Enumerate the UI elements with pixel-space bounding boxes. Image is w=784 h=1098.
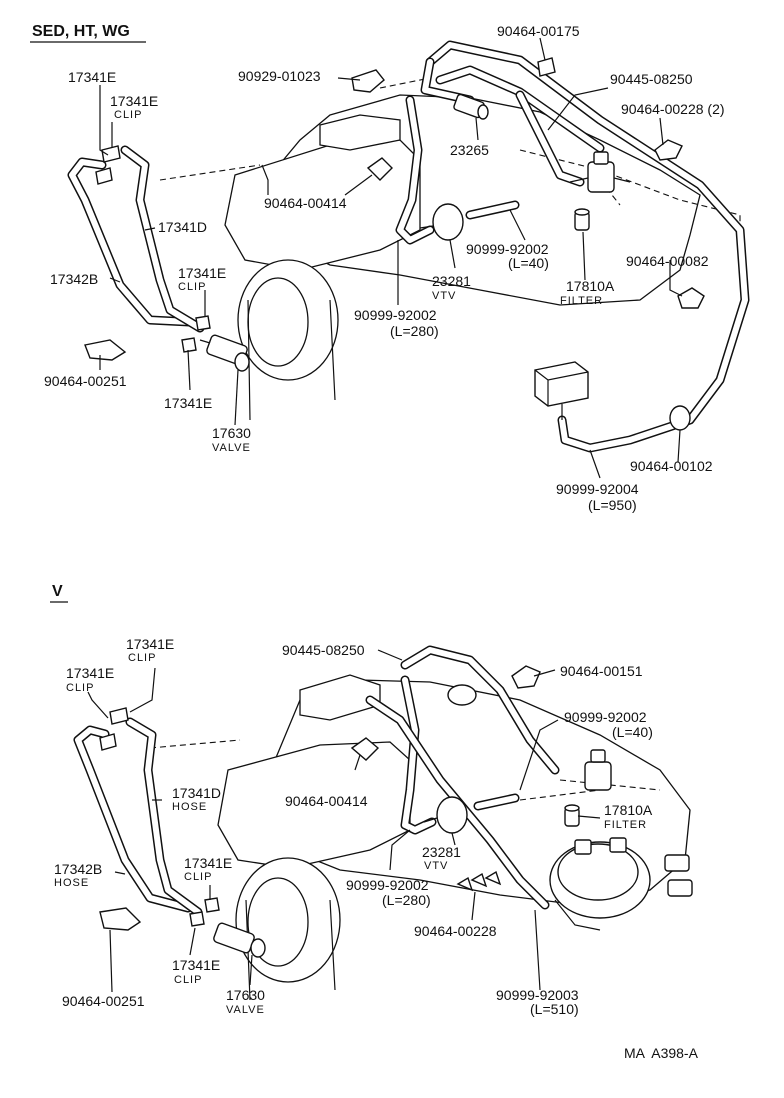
section-bottom: V (50, 583, 693, 1017)
part-label: 17342B (54, 861, 102, 877)
part-label: 17630 (212, 425, 251, 441)
hose-17341d-bottom (125, 717, 203, 917)
hose-17342b-bottom (73, 725, 193, 913)
valve-17630-bottom (213, 922, 266, 958)
part-sublabel: CLIP (178, 281, 206, 293)
part-label: 90999-92004 (556, 481, 639, 497)
vtv-23281-top (419, 203, 464, 241)
part-sublabel: CLIP (114, 109, 142, 121)
section-title-top: SED, HT, WG (32, 23, 130, 40)
clips-top (84, 57, 705, 431)
sensor-23265 (453, 93, 489, 120)
part-sublabel: CLIP (128, 652, 156, 664)
part-label: 90929-01023 (238, 68, 321, 84)
filter-17810a-bottom (564, 804, 580, 827)
part-label: 17341E (172, 957, 220, 973)
part-sublabel: FILTER (604, 819, 647, 831)
part-label: 90464-00251 (44, 373, 127, 389)
hose-90999-92002-l40-bottom (473, 793, 520, 811)
hose-90999-92002-l280 (395, 95, 435, 245)
part-sublabel: FILTER (560, 295, 603, 307)
part-label: 90999-92002 (564, 709, 647, 725)
part-sublabel: VTV (424, 860, 448, 872)
figure-code: MA A398-A (624, 1045, 699, 1061)
leaders-top (99, 37, 683, 479)
part-label: 90464-00414 (285, 793, 368, 809)
part-sublabel: (L=950) (588, 497, 637, 513)
hose-90999-92002-l280-bottom (400, 675, 437, 835)
sensor-bottom (447, 684, 477, 706)
part-label: 90999-92002 (354, 307, 437, 323)
part-label: 90464-00414 (264, 195, 347, 211)
filter-17810a-top (574, 208, 590, 231)
part-label: 17341E (110, 93, 158, 109)
part-sublabel: CLIP (174, 974, 202, 986)
labels-top: 17341E 17341E CLIP 90929-01023 90464-001… (44, 23, 725, 513)
hose-17341d (120, 145, 205, 333)
part-label: 90999-92002 (466, 241, 549, 257)
part-sublabel: CLIP (66, 682, 94, 694)
vsv-assembly-bottom (584, 749, 612, 791)
part-label: 17810A (604, 802, 653, 818)
part-label: 17810A (566, 278, 615, 294)
part-sublabel: (L=280) (382, 892, 431, 908)
part-label: 90464-00102 (630, 458, 713, 474)
part-label: 23281 (422, 844, 461, 860)
part-label: 90464-00175 (497, 23, 580, 39)
part-label: 23281 (432, 273, 471, 289)
hose-17342b (67, 157, 195, 327)
part-label: 17341E (66, 665, 114, 681)
part-label: 90445-08250 (282, 642, 365, 658)
part-sublabel: (L=40) (508, 255, 549, 271)
part-sublabel: CLIP (184, 871, 212, 883)
distributor (549, 837, 693, 931)
hose-90999-92004-l950 (425, 40, 750, 453)
part-label: 23265 (450, 142, 489, 158)
part-label: 17341E (178, 265, 226, 281)
part-label: 17630 (226, 987, 265, 1003)
part-label: 90464-00151 (560, 663, 643, 679)
labels-bottom: 17341E CLIP 17341E CLIP 90445-08250 9046… (54, 636, 653, 1017)
part-sublabel: (L=40) (612, 724, 653, 740)
valve-17630-top (199, 334, 250, 372)
part-label: 17341E (126, 636, 174, 652)
hose-90999-92002-l40 (465, 200, 520, 220)
part-label: 90999-92003 (496, 987, 579, 1003)
part-label: 17341D (172, 785, 221, 801)
part-label: 17341E (164, 395, 212, 411)
part-sublabel: HOSE (54, 877, 89, 889)
part-sublabel: HOSE (172, 801, 207, 813)
part-sublabel: (L=280) (390, 323, 439, 339)
hose-90445-08250 (420, 57, 605, 187)
part-label: 17341E (68, 69, 116, 85)
box-component-top (534, 361, 589, 420)
section-top: SED, HT, WG (30, 23, 750, 513)
part-label: 90464-00251 (62, 993, 145, 1009)
part-label: 17341D (158, 219, 207, 235)
vsv-assembly-top (569, 151, 631, 193)
part-sublabel: VTV (432, 290, 456, 302)
part-label: 90464-00228 (414, 923, 497, 939)
part-label: 17341E (184, 855, 232, 871)
part-label: 17342B (50, 271, 98, 287)
part-sublabel: VALVE (212, 442, 251, 454)
part-label: 90464-00082 (626, 253, 709, 269)
part-label: 90999-92002 (346, 877, 429, 893)
part-label: 90445-08250 (610, 71, 693, 87)
clips-bottom (99, 665, 541, 931)
part-label: 90464-00228 (2) (621, 101, 725, 117)
part-sublabel: VALVE (226, 1004, 265, 1016)
leaders-bottom (87, 649, 601, 993)
section-title-bottom: V (52, 583, 63, 600)
part-sublabel: (L=510) (530, 1001, 579, 1017)
